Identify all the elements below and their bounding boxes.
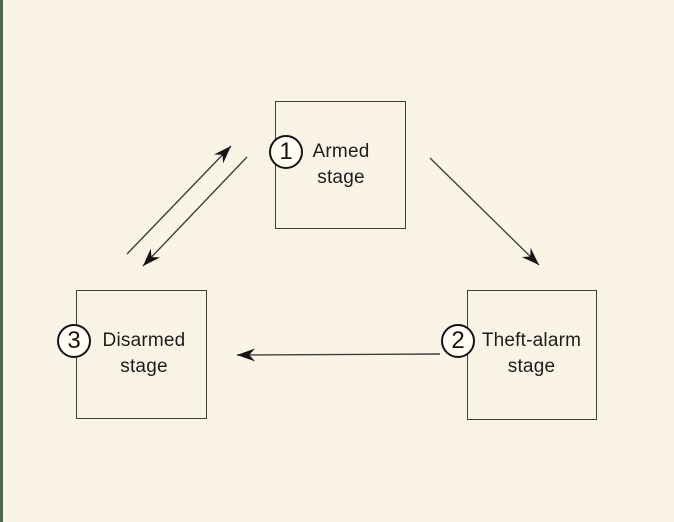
arrow-armed-to-theft-alarm — [429, 157, 540, 266]
stage-number-text: 2 — [451, 327, 465, 354]
stage-number-badge-armed: 1 — [269, 135, 303, 169]
stage-label-line1: Disarmed — [102, 330, 186, 351]
stage-label-line2: stage — [317, 167, 365, 188]
stage-label-line1: Armed — [312, 141, 370, 162]
stage-label-disarmed: Disarmed stage — [92, 328, 196, 380]
arrow-armed-to-disarmed — [142, 156, 248, 267]
stage-label-armed: Armed stage — [298, 139, 384, 191]
stage-number-badge-disarmed: 3 — [57, 324, 91, 358]
arrow-theft-alarm-to-disarmed — [236, 348, 441, 362]
stage-label-line2: stage — [120, 356, 168, 377]
stage-number-badge-theft-alarm: 2 — [441, 324, 475, 358]
stage-label-line2: stage — [507, 356, 556, 377]
stage-label-line1: Theft-alarm — [481, 330, 582, 351]
stage-label-theft-alarm: Theft-alarm stage — [474, 328, 589, 380]
left-edge-stripe — [0, 0, 3, 522]
stage-number-text: 1 — [279, 138, 293, 165]
arrow-disarmed-to-armed — [126, 145, 232, 255]
stage-number-text: 3 — [67, 327, 81, 354]
